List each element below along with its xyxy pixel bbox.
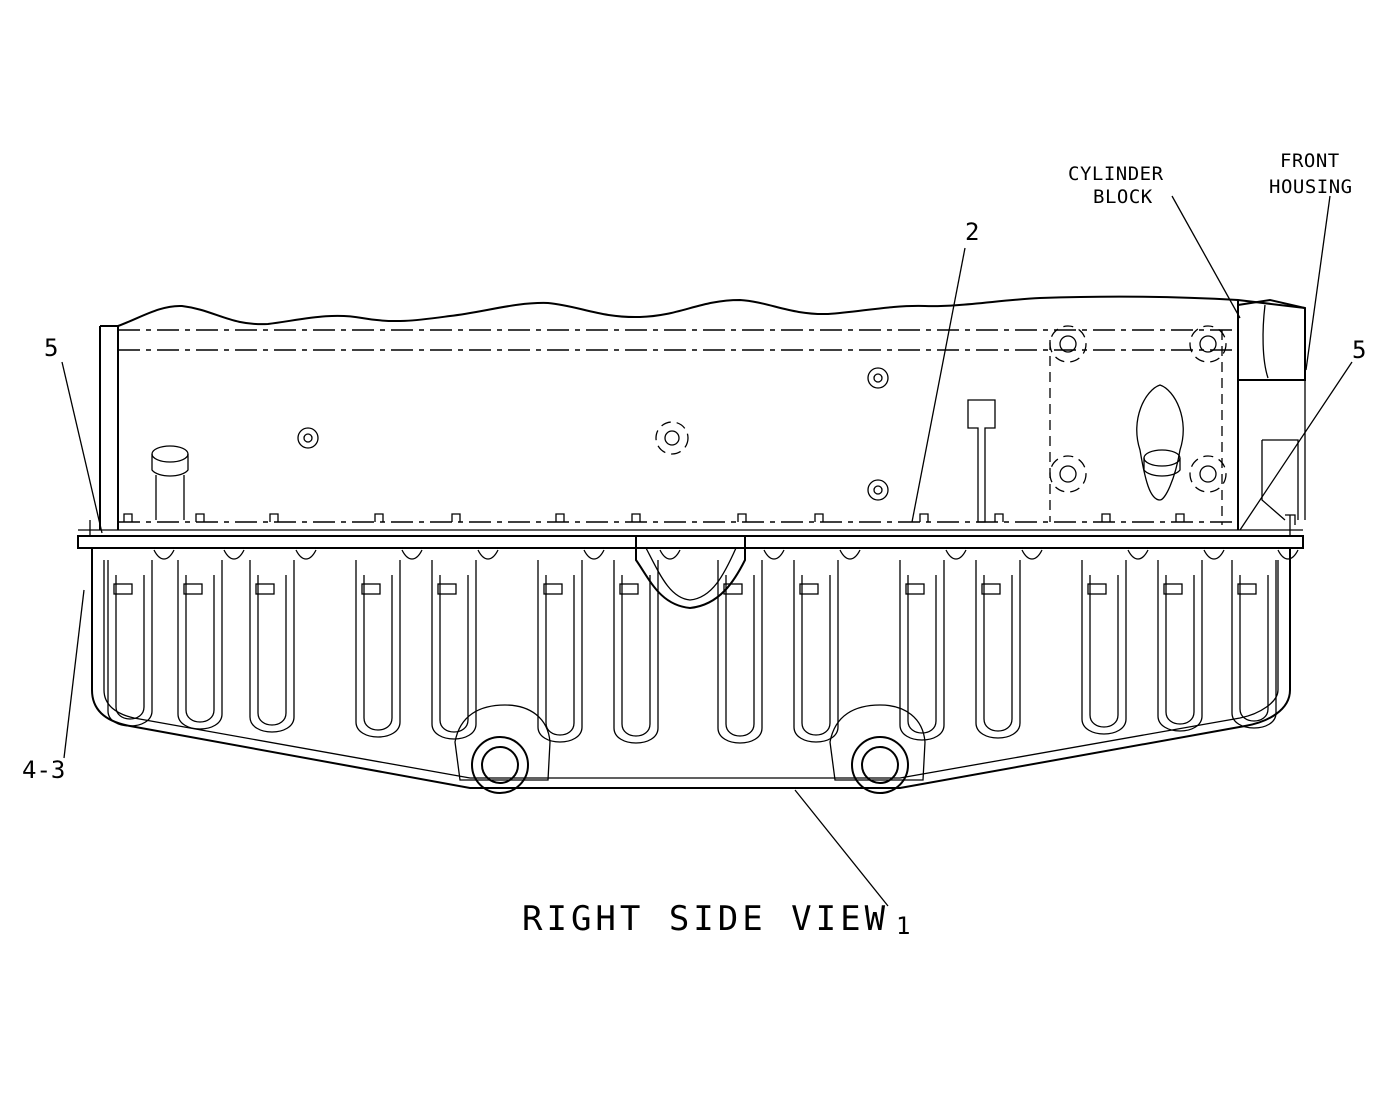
flange-bolt bbox=[619, 583, 639, 595]
oil-pan-rib-inner bbox=[1165, 575, 1195, 725]
oil-pan-rib-inner bbox=[185, 575, 215, 723]
view-title: RIGHT SIDE VIEW bbox=[522, 899, 889, 939]
oil-pan-rib-inner bbox=[801, 575, 831, 736]
flange-scallop bbox=[945, 549, 967, 560]
flange-scallop bbox=[659, 549, 681, 560]
oil-pan-rib-inner bbox=[1089, 575, 1119, 728]
oil-pan-rib bbox=[249, 560, 295, 733]
oil-pan-rib-inner bbox=[983, 575, 1013, 732]
flange-scallop bbox=[223, 549, 245, 560]
oil-pan-rib-inner bbox=[439, 575, 469, 733]
oil-pan-rib-inner bbox=[907, 575, 937, 734]
flange-bolt bbox=[723, 583, 743, 595]
oil-pan-flange bbox=[77, 514, 1304, 549]
flange-bolt bbox=[1237, 583, 1257, 595]
flange-bolt bbox=[799, 583, 819, 595]
oil-pan-rib-inner bbox=[545, 575, 575, 736]
oil-pan-rib bbox=[717, 560, 763, 744]
flange-scallop bbox=[839, 549, 861, 560]
oil-pan-rib bbox=[899, 560, 945, 741]
oil-pan-rib bbox=[355, 560, 401, 738]
oil-pan-rib bbox=[613, 560, 659, 744]
oil-pan-rib bbox=[431, 560, 477, 740]
callout-1: 1 bbox=[896, 912, 910, 940]
flange-bolt bbox=[437, 583, 457, 595]
flange-bolt bbox=[981, 583, 1001, 595]
callout-4-3: 4-3 bbox=[22, 756, 65, 784]
flange-scallop bbox=[583, 549, 605, 560]
oil-pan-rib-inner bbox=[1239, 575, 1269, 722]
flange-bolt bbox=[113, 583, 133, 595]
oil-pan-drawing bbox=[91, 536, 1299, 794]
oil-pan-rib bbox=[537, 560, 583, 743]
oil-pan-rib-inner bbox=[115, 575, 145, 720]
front-housing-label-line1: FRONT bbox=[1280, 150, 1340, 172]
block-bolt-holes bbox=[297, 325, 1227, 501]
cylinder-block-label-line2: BLOCK bbox=[1093, 186, 1153, 208]
flange-scallop bbox=[1021, 549, 1043, 560]
callout-5-right: 5 bbox=[1352, 336, 1366, 364]
flange-bolt bbox=[361, 583, 381, 595]
oil-pan-rib bbox=[1081, 560, 1127, 735]
oil-pan-rib-inner bbox=[257, 575, 287, 726]
oil-pan-rib bbox=[975, 560, 1021, 739]
flange-bolt bbox=[183, 583, 203, 595]
flange-scallop bbox=[153, 549, 175, 560]
flange-bolt bbox=[905, 583, 925, 595]
flange-bolt bbox=[543, 583, 563, 595]
flange-bolt bbox=[1087, 583, 1107, 595]
flange-scallop bbox=[401, 549, 423, 560]
flange-scallop bbox=[295, 549, 317, 560]
oil-pan-rib bbox=[1231, 560, 1277, 729]
cylinder-block-label-line1: CYLINDER bbox=[1068, 163, 1164, 185]
flange-scallop bbox=[1277, 549, 1299, 560]
oil-pan-rib bbox=[177, 560, 223, 730]
flange-bolt bbox=[255, 583, 275, 595]
callout-2: 2 bbox=[965, 218, 979, 246]
oil-pan-rib-inner bbox=[725, 575, 755, 737]
drain-plug-left bbox=[454, 704, 551, 794]
oil-pan-rib bbox=[107, 560, 153, 727]
gasket-tabs bbox=[123, 513, 1185, 522]
oil-pan-rib-inner bbox=[363, 575, 393, 731]
drain-plug-right bbox=[829, 704, 926, 794]
leader-lines bbox=[61, 195, 1353, 907]
flange-scallop bbox=[1203, 549, 1225, 560]
flange-scallop bbox=[763, 549, 785, 560]
oil-pan-rib bbox=[793, 560, 839, 743]
oil-pan-rib bbox=[1157, 560, 1203, 732]
oil-pan-ribs bbox=[107, 549, 1299, 744]
callout-5-left: 5 bbox=[44, 334, 58, 362]
flange-scallop bbox=[1127, 549, 1149, 560]
oil-pan-rib-inner bbox=[621, 575, 651, 737]
front-housing-label-line2: HOUSING bbox=[1269, 176, 1353, 198]
cylinder-block-drawing bbox=[99, 295, 1306, 530]
flange-scallop bbox=[477, 549, 499, 560]
flange-bolt bbox=[1163, 583, 1183, 595]
